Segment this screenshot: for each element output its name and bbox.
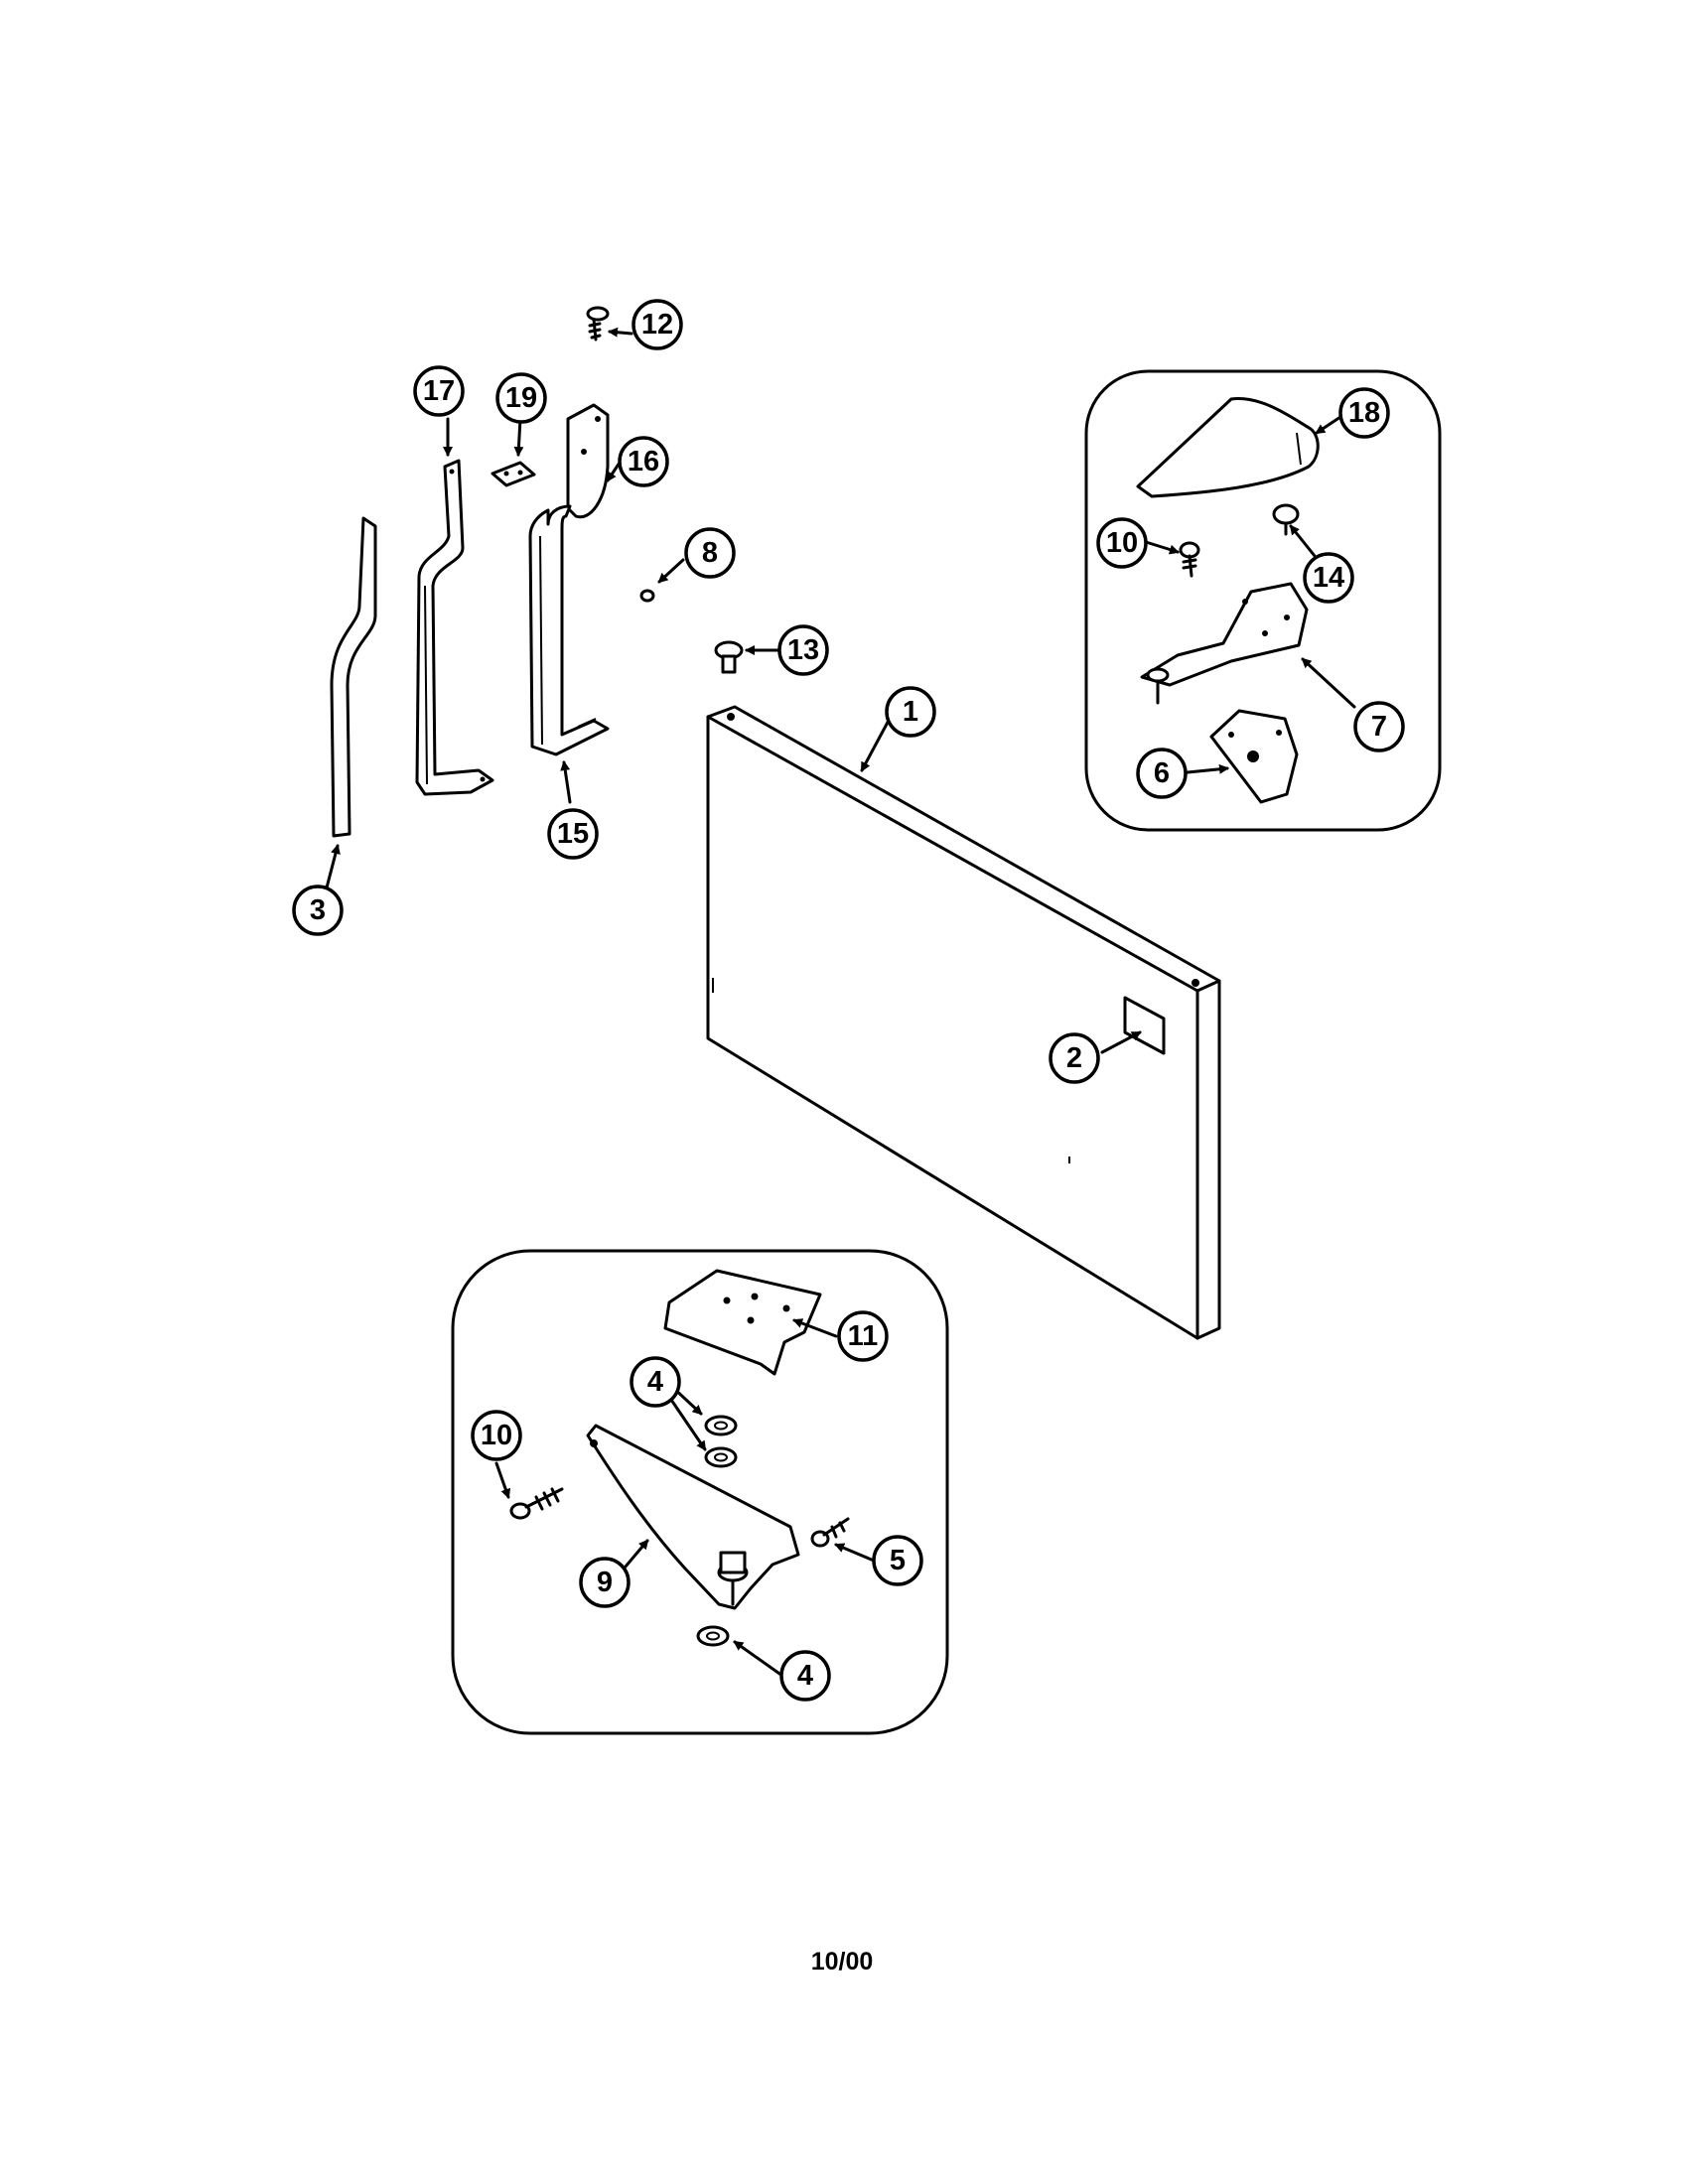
screw-8-part bbox=[639, 589, 655, 603]
svg-text:14: 14 bbox=[1313, 562, 1344, 594]
svg-text:11: 11 bbox=[848, 1320, 879, 1352]
svg-text:1: 1 bbox=[903, 696, 918, 728]
callout-14: 14 bbox=[1303, 552, 1354, 604]
callout-1: 1 bbox=[885, 686, 936, 738]
svg-text:12: 12 bbox=[641, 309, 673, 341]
clip-19-part bbox=[491, 461, 536, 487]
channel-15-part bbox=[528, 504, 610, 756]
callout-6: 6 bbox=[1136, 748, 1188, 799]
callout-18: 18 bbox=[1338, 387, 1390, 439]
callout-13: 13 bbox=[777, 624, 829, 676]
bracket-16-part bbox=[566, 403, 610, 519]
svg-text:4: 4 bbox=[797, 1660, 813, 1692]
svg-text:9: 9 bbox=[597, 1567, 613, 1598]
callout-5: 5 bbox=[872, 1535, 923, 1586]
date-code: 10/00 bbox=[810, 1948, 874, 1976]
callout-15: 15 bbox=[547, 808, 599, 860]
svg-text:2: 2 bbox=[1066, 1042, 1082, 1074]
svg-text:3: 3 bbox=[310, 894, 326, 926]
callout-19: 19 bbox=[495, 372, 547, 424]
svg-text:4: 4 bbox=[647, 1366, 663, 1398]
svg-text:10: 10 bbox=[481, 1420, 512, 1451]
svg-text:7: 7 bbox=[1371, 711, 1387, 743]
callout-3: 3 bbox=[292, 885, 344, 936]
hinge-cover-18-part bbox=[1136, 397, 1320, 498]
svg-text:18: 18 bbox=[1348, 397, 1380, 429]
svg-text:13: 13 bbox=[787, 634, 819, 666]
callout-7: 7 bbox=[1353, 701, 1405, 752]
svg-text:19: 19 bbox=[505, 382, 537, 414]
callout-8: 8 bbox=[684, 527, 736, 579]
callout-9: 9 bbox=[579, 1557, 631, 1608]
svg-text:6: 6 bbox=[1154, 757, 1170, 789]
callout-4-upper: 4 bbox=[630, 1356, 681, 1408]
gasket-strip-part bbox=[330, 516, 377, 838]
callout-10-lower: 10 bbox=[471, 1410, 522, 1461]
svg-text:15: 15 bbox=[557, 818, 589, 850]
hinge-7-part bbox=[1140, 582, 1309, 687]
callout-12: 12 bbox=[632, 299, 683, 350]
screw-12-part bbox=[586, 306, 610, 341]
upper-hinge-inset bbox=[1084, 369, 1442, 832]
lower-hinge-inset bbox=[451, 1249, 949, 1735]
callout-11: 11 bbox=[837, 1310, 889, 1362]
svg-text:17: 17 bbox=[423, 375, 455, 407]
svg-text:5: 5 bbox=[890, 1545, 906, 1576]
callout-16: 16 bbox=[618, 436, 669, 487]
callout-10-upper: 10 bbox=[1096, 517, 1148, 569]
label-part bbox=[1123, 996, 1166, 1055]
svg-text:8: 8 bbox=[702, 537, 718, 569]
hinge-plate-11-part bbox=[663, 1269, 822, 1376]
leader-lines bbox=[324, 327, 1356, 1678]
callout-2: 2 bbox=[1049, 1032, 1100, 1084]
bracket-17-part bbox=[415, 459, 494, 796]
callout-17: 17 bbox=[413, 365, 465, 417]
callout-4-lower: 4 bbox=[779, 1650, 831, 1702]
plug-13-part bbox=[714, 640, 744, 674]
svg-text:16: 16 bbox=[628, 446, 659, 478]
svg-text:10: 10 bbox=[1106, 527, 1138, 559]
door-panel-part bbox=[706, 705, 1221, 1340]
